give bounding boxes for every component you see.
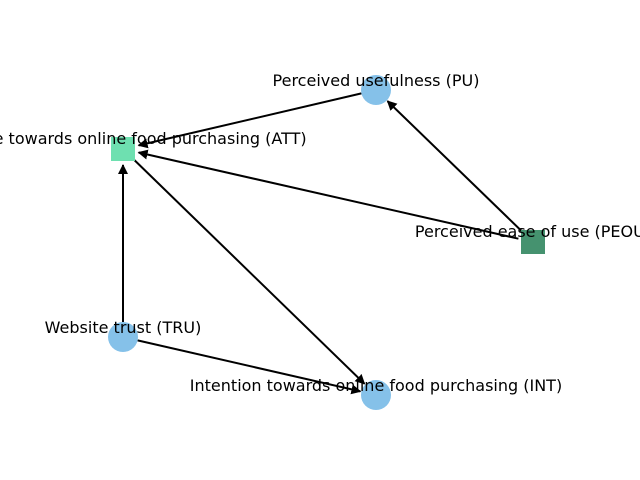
edge-peou-to-pu [386, 100, 523, 233]
node-att[interactable]: Attitude towards online food purchasing … [0, 129, 307, 161]
node-pu-label: Perceived usefulness (PU) [273, 71, 480, 90]
node-att-marker [111, 137, 135, 161]
node-int[interactable]: Intention towards online food purchasing… [190, 376, 562, 410]
node-pu-marker [361, 75, 391, 105]
node-tru-label: Website trust (TRU) [45, 318, 202, 337]
node-peou[interactable]: Perceived ease of use (PEOU) [415, 222, 640, 254]
node-tru[interactable]: Website trust (TRU) [45, 318, 202, 352]
edge-pu-to-att [137, 92, 362, 149]
node-tru-marker [108, 322, 138, 352]
node-peou-marker [521, 230, 545, 254]
node-att-label: Attitude towards online food purchasing … [0, 129, 307, 148]
node-int-label: Intention towards online food purchasing… [190, 376, 562, 395]
node-pu[interactable]: Perceived usefulness (PU) [273, 71, 480, 105]
edge-peou-to-att [137, 149, 519, 240]
edges-layer [118, 92, 523, 395]
edge-tru-to-int [137, 339, 362, 395]
node-int-marker [361, 380, 391, 410]
node-peou-label: Perceived ease of use (PEOU) [415, 222, 640, 241]
nodes-layer: Attitude towards online food purchasing … [0, 71, 640, 410]
edge-att-to-int [133, 158, 366, 385]
